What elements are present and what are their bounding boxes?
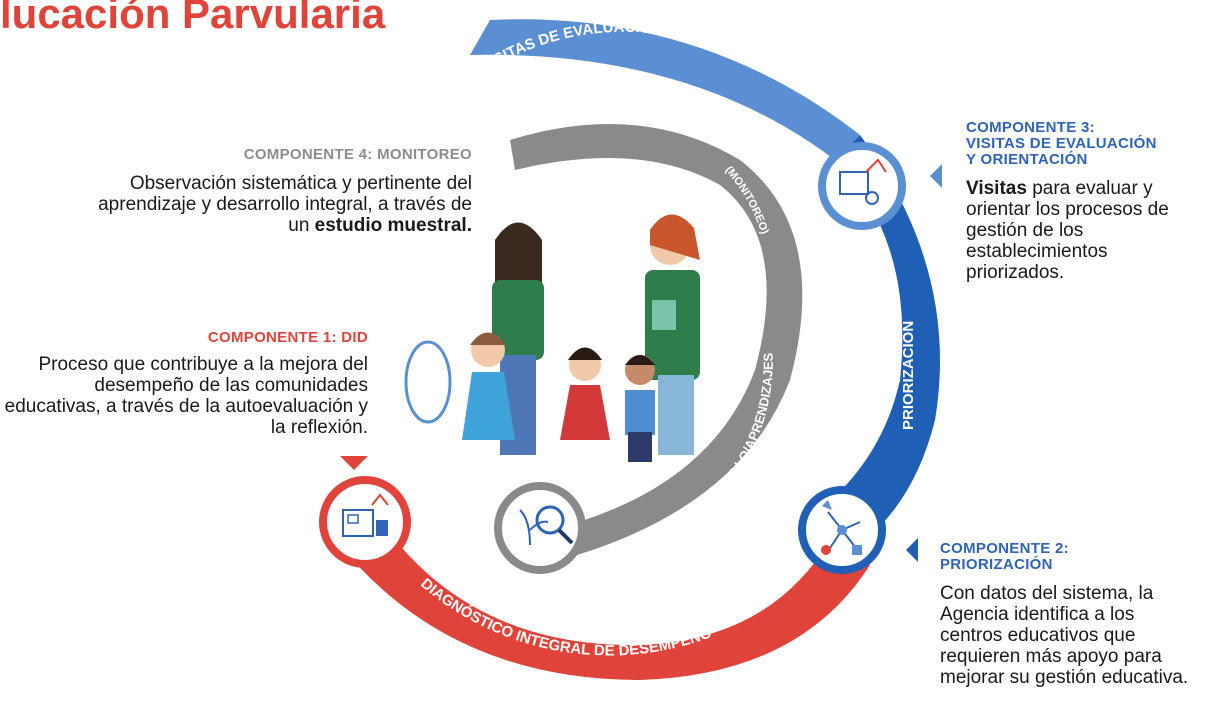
component-3-block: COMPONENTE 3: VISITAS DE EVALUACIÓN Y OR…: [966, 119, 1206, 284]
component-2-block: COMPONENTE 2: PRIORIZACIÓN Con datos del…: [940, 540, 1200, 689]
pointer-c3: [930, 164, 942, 188]
component-4-text: Observación sistemática y pertinente del…: [98, 173, 472, 236]
arc-visitas: [470, 19, 860, 160]
pointer-c2: [906, 538, 918, 562]
component-3-text: Visitas para evaluar y orientar los proc…: [966, 178, 1169, 283]
arc-priorizacion: [800, 135, 940, 560]
component-1-heading: COMPONENTE 1: DID: [207, 329, 368, 346]
component-3-heading: COMPONENTE 3: VISITAS DE EVALUACIÓN Y OR…: [966, 119, 1157, 168]
component-4-block: COMPONENTE 4: MONITOREO Observación sist…: [80, 146, 472, 237]
ring-label-priorizacion: PRIORIZACIÓN: [899, 321, 917, 430]
component-2-text: Con datos del sistema, la Agencia identi…: [940, 583, 1189, 688]
ring-label-diagnostico: DIAGNÓSTICO INTEGRAL DE DESEMPEÑO: [417, 575, 714, 659]
component-4-heading: COMPONENTE 4: MONITOREO: [243, 146, 472, 163]
component-1-text: Proceso que contribuye a la mejora del d…: [4, 354, 368, 438]
pointer-c1: [340, 456, 368, 470]
school-icon: [818, 142, 906, 230]
component-1-block: COMPONENTE 1: DID Proceso que contribuye…: [0, 329, 368, 439]
arc-monitoreo: [510, 124, 803, 560]
school-playground-icon: [319, 476, 411, 568]
component-2-heading: COMPONENTE 2: PRIORIZACIÓN: [940, 540, 1069, 573]
arc-diagnostico: [340, 520, 870, 680]
children-illustration: [404, 214, 700, 462]
network-icon: [798, 486, 886, 574]
page-title: lucación Parvularia: [0, 0, 386, 37]
magnifier-plant-icon: [494, 482, 586, 574]
hoop-shape: [404, 340, 452, 424]
